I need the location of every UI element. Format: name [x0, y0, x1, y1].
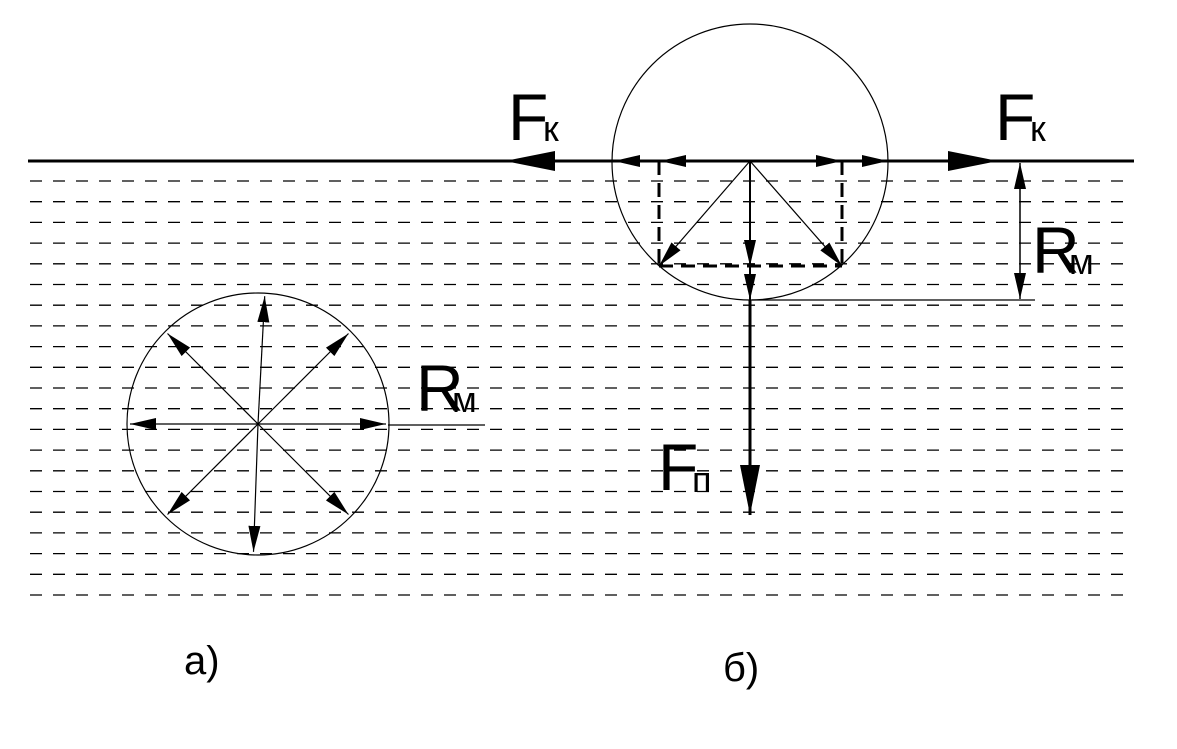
pressure-arrows-radial	[130, 296, 386, 552]
bubble-submerged	[126, 292, 485, 556]
pressure-arrow	[257, 423, 349, 515]
rm-left-label: R м	[416, 351, 477, 425]
fk-right-label: F к	[995, 80, 1046, 154]
liquid-dash-lines	[30, 180, 1130, 596]
rm-left-sub: м	[452, 379, 477, 420]
fk-left-main: F	[508, 80, 548, 154]
fp-main: F	[658, 430, 698, 504]
rm-right-label: R м	[1032, 213, 1094, 287]
fp-sub: п	[692, 459, 712, 500]
diagonal-arrow-left	[658, 160, 751, 267]
rm-right-sub: м	[1069, 241, 1094, 282]
pressure-arrow	[257, 296, 270, 425]
rm-left-main: R	[416, 351, 464, 425]
bubble-a-circle	[126, 292, 390, 556]
fk-left-label: F к	[508, 80, 559, 154]
fk-right-main: F	[995, 80, 1035, 154]
caption-b: б)	[723, 646, 759, 690]
pressure-arrow	[257, 333, 349, 425]
pressure-arrow	[167, 423, 259, 515]
pressure-arrow	[248, 423, 261, 552]
fk-left-sub: к	[543, 108, 559, 149]
diagonal-arrow-right	[749, 160, 843, 267]
fp-label: F п	[658, 430, 712, 504]
rm-right-main: R	[1032, 213, 1080, 287]
caption-a: а)	[184, 639, 220, 683]
pressure-arrow	[167, 333, 259, 425]
bubble-at-surface	[611, 23, 1035, 515]
fk-right-sub: к	[1030, 108, 1046, 149]
